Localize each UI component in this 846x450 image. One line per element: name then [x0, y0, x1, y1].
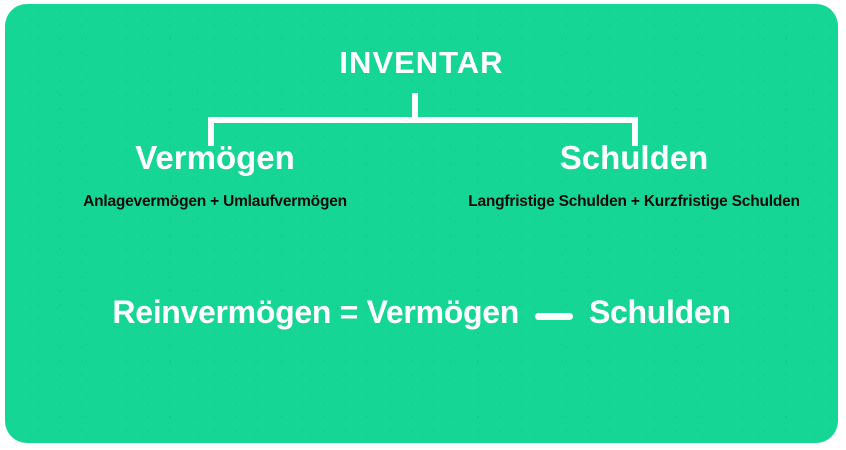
root-node-label: INVENTAR [339, 45, 504, 80]
branch-assets-label: Vermögen [135, 139, 295, 176]
diagram-card: INVENTAR Vermögen Schulden Anlagevermöge… [5, 4, 838, 443]
connector-root-stem [412, 93, 418, 123]
formula-right-text: Schulden [588, 294, 731, 330]
minus-icon [534, 312, 573, 320]
branch-assets-sublabel: Anlagevermögen + Umlaufvermögen [83, 193, 347, 210]
formula: Reinvermögen = Vermögen Schulden [5, 292, 838, 332]
connector-horizontal-bar [208, 117, 638, 123]
branch-debts-sublabel: Langfristige Schulden + Kurzfristige Sch… [468, 193, 800, 210]
formula-left-text: Reinvermögen = Vermögen [112, 294, 519, 330]
branch-debts-label: Schulden [559, 139, 709, 176]
connector-right-branch [632, 117, 638, 146]
connector-left-branch [208, 117, 214, 146]
